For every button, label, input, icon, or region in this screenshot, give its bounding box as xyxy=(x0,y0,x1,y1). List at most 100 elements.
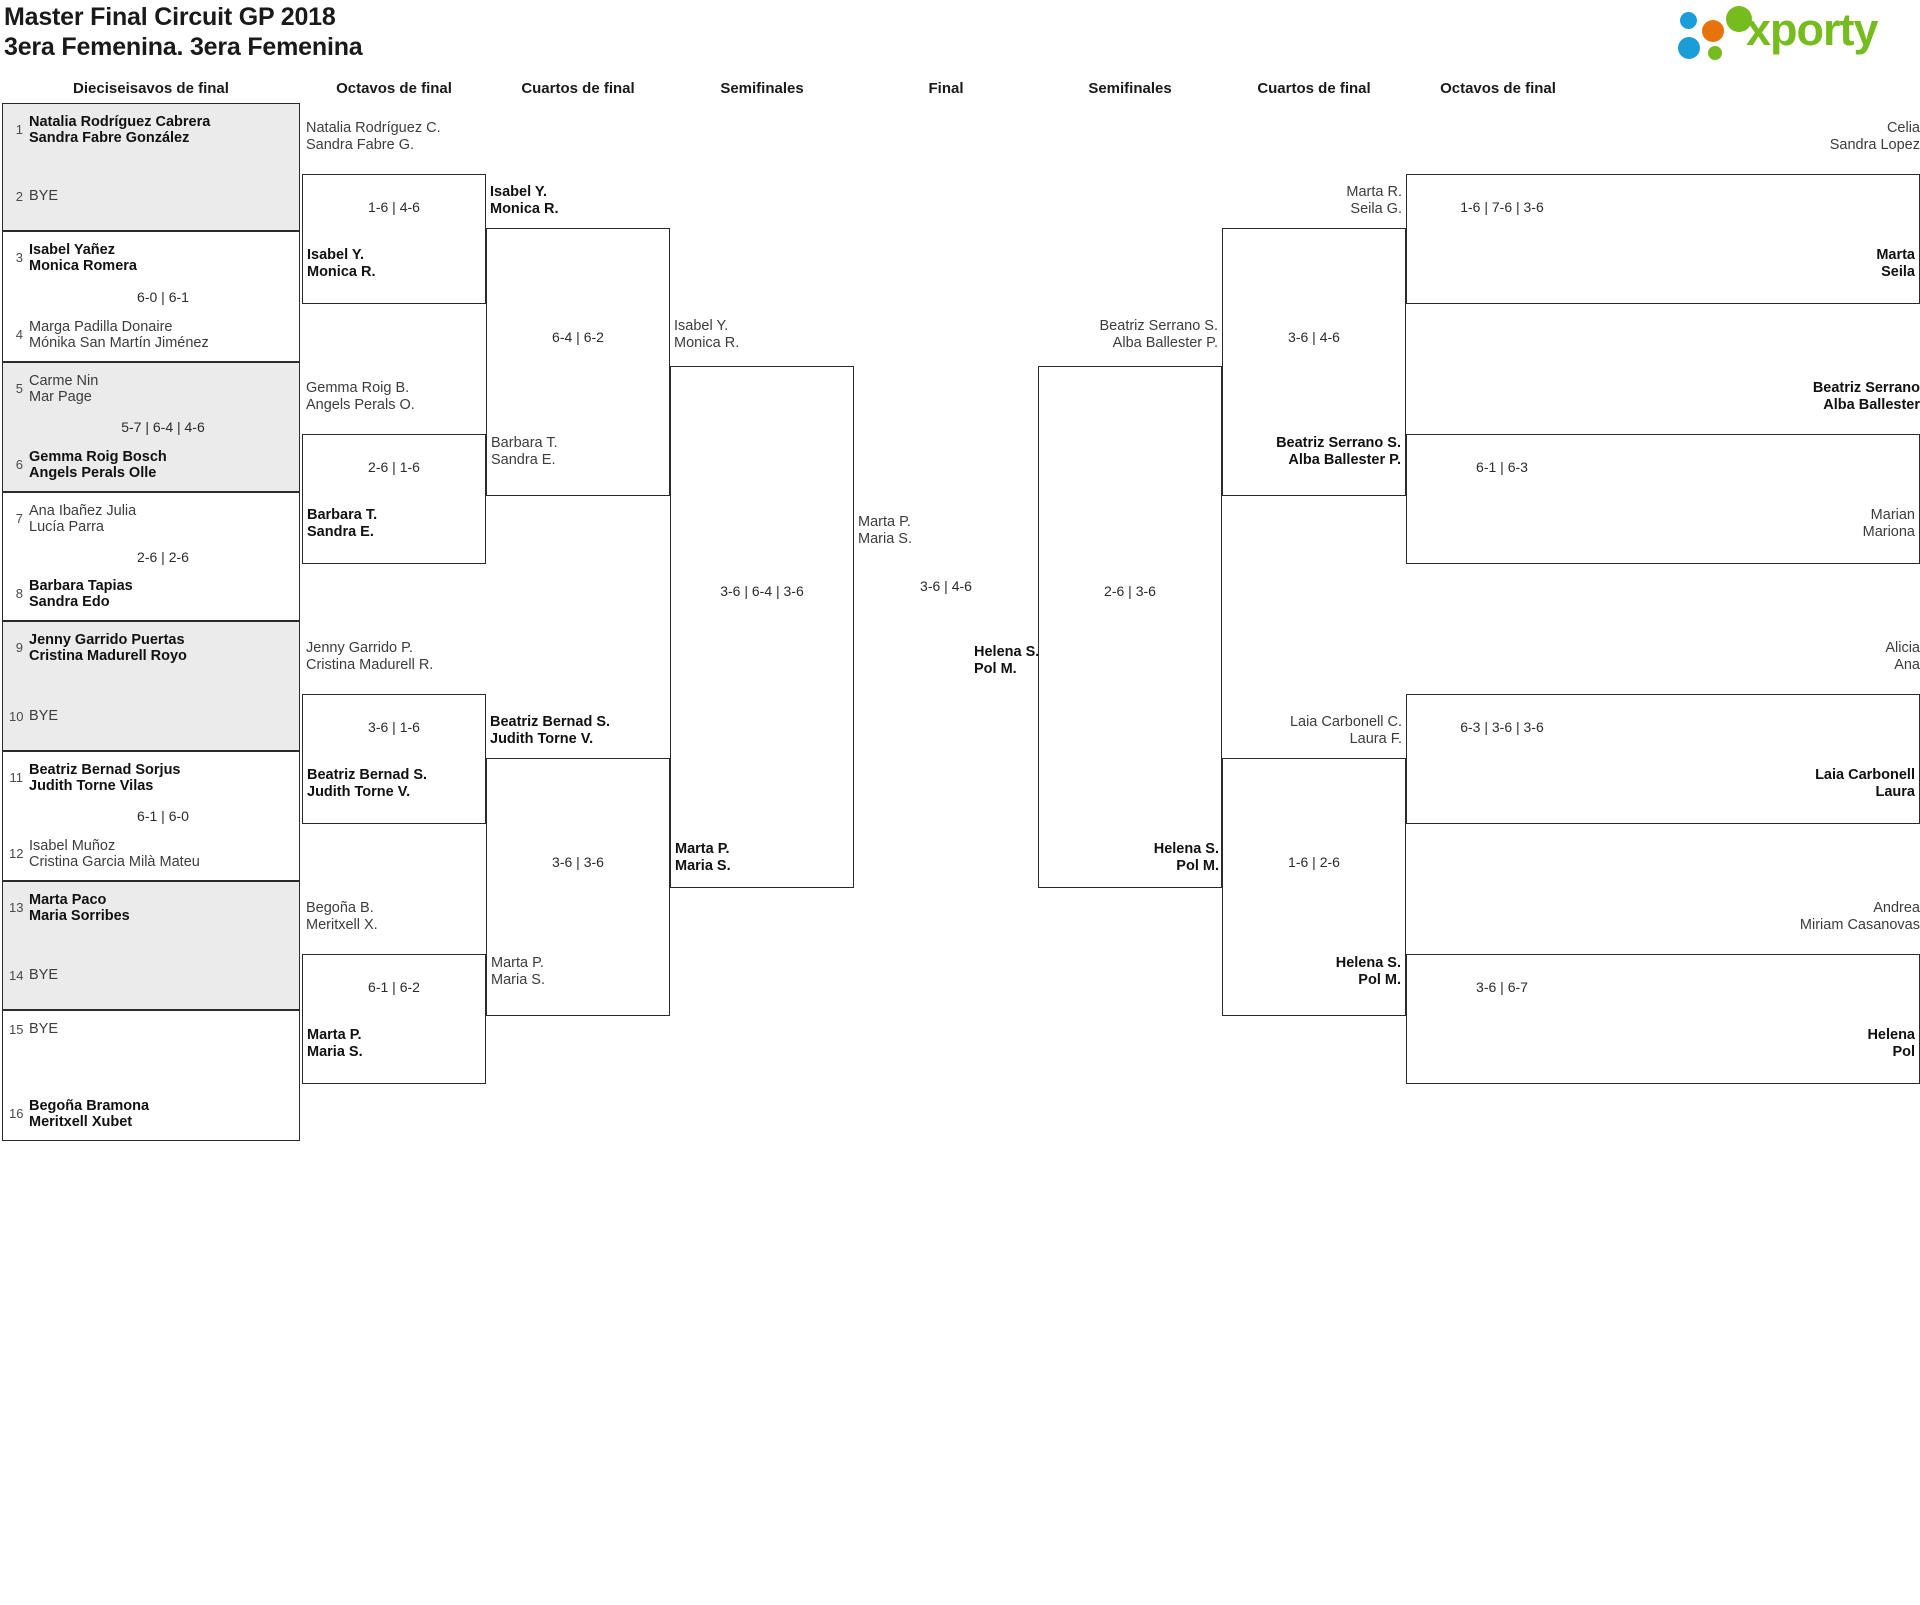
seed-number-11: 11 xyxy=(9,770,24,785)
right-octavos-score-1: 1-6 | 7-6 | 3-6 xyxy=(1460,199,1544,215)
left-semifinal-score: 3-6 | 6-4 | 3-6 xyxy=(720,583,804,599)
right-cuartos-score-2: 1-6 | 2-6 xyxy=(1288,854,1340,870)
left-cuartos-winner-1: Isabel Y.Monica R. xyxy=(490,184,559,217)
xporty-logo: xporty xyxy=(1668,4,1918,60)
left-octavos-loser-1: Natalia Rodríguez C.Sandra Fabre G. xyxy=(306,120,441,153)
logo-dot-green-large xyxy=(1726,6,1752,32)
seed-number-13: 13 xyxy=(9,900,24,915)
left-octavos-winner-3: Beatriz Bernad S.Judith Torne V. xyxy=(307,767,428,800)
left-cuartos-loser-2: Marta P.Maria S. xyxy=(491,955,545,988)
right-octavos-score-2: 6-1 | 6-3 xyxy=(1476,459,1528,475)
seed-number-8: 8 xyxy=(15,586,23,601)
page-title: Master Final Circuit GP 2018 xyxy=(4,3,336,31)
seed-players-2: BYE xyxy=(29,188,59,204)
seed-number-2: 2 xyxy=(15,189,23,204)
seed-players-15: BYE xyxy=(29,1021,59,1037)
round-header-1: Octavos de final xyxy=(336,80,452,97)
seed-players-14: BYE xyxy=(29,967,59,983)
right-semifinal-loser: Beatriz Serrano S.Alba Ballester P. xyxy=(1099,318,1218,351)
round-header-4: Final xyxy=(928,80,964,97)
right-cuartos-loser-1: Marta R.Seila G. xyxy=(1346,184,1402,217)
round-header-2: Cuartos de final xyxy=(521,80,635,97)
left-octavos-score-4: 6-1 | 6-2 xyxy=(368,979,420,995)
round-header-5: Semifinales xyxy=(1088,80,1172,97)
seed-score-3: 5-7 | 6-4 | 4-6 xyxy=(121,419,205,435)
logo-dot-orange xyxy=(1702,20,1724,42)
seed-number-1: 1 xyxy=(15,122,23,137)
right-cuartos-winner-2: Helena S.Pol M. xyxy=(1335,955,1401,988)
logo-dot-blue-small xyxy=(1680,12,1697,29)
seed-number-7: 7 xyxy=(15,511,23,526)
logo-dot-blue-large xyxy=(1678,37,1700,59)
logo-dot-green-small xyxy=(1708,46,1722,60)
left-octavos-loser-2: Gemma Roig B.Angels Perals O. xyxy=(306,380,415,413)
left-octavos-loser-3: Jenny Garrido P.Cristina Madurell R. xyxy=(306,640,434,673)
final-score: 3-6 | 4-6 xyxy=(920,578,972,594)
right-octavos-score-3: 6-3 | 3-6 | 3-6 xyxy=(1460,719,1544,735)
page-subtitle: 3era Femenina. 3era Femenina xyxy=(4,33,363,61)
right-cuartos-score-1: 3-6 | 4-6 xyxy=(1288,329,1340,345)
seed-number-4: 4 xyxy=(15,327,23,342)
left-semifinal-winner: Marta P.Maria S. xyxy=(675,841,731,874)
right-semifinal-winner: Helena S.Pol M. xyxy=(1153,841,1219,874)
right-semifinal-score: 2-6 | 3-6 xyxy=(1104,583,1156,599)
title-block: Master Final Circuit GP 2018 3era Femeni… xyxy=(4,2,904,62)
seed-number-5: 5 xyxy=(15,381,23,396)
left-cuartos-winner-2: Beatriz Bernad S.Judith Torne V. xyxy=(490,714,611,747)
left-octavos-winner-2: Barbara T.Sandra E. xyxy=(307,507,378,540)
round-header-3: Semifinales xyxy=(720,80,804,97)
round-header-6: Cuartos de final xyxy=(1257,80,1371,97)
seed-number-10: 10 xyxy=(9,709,24,724)
seed-number-3: 3 xyxy=(15,250,23,265)
seed-number-12: 12 xyxy=(9,846,24,861)
left-octavos-winner-1: Isabel Y.Monica R. xyxy=(307,247,376,280)
left-cuartos-score-1: 6-4 | 6-2 xyxy=(552,329,604,345)
final-winner: Helena S.Pol M. xyxy=(974,644,1040,677)
left-octavos-score-3: 3-6 | 1-6 xyxy=(368,719,420,735)
left-octavos-score-1: 1-6 | 4-6 xyxy=(368,199,420,215)
right-cuartos-loser-2: Laia Carbonell C.Laura F. xyxy=(1289,714,1402,747)
seed-score-4: 2-6 | 2-6 xyxy=(137,548,189,565)
right-octavos-score-4: 3-6 | 6-7 xyxy=(1476,979,1528,995)
left-octavos-score-2: 2-6 | 1-6 xyxy=(368,459,420,475)
seed-number-6: 6 xyxy=(15,457,23,472)
left-cuartos-loser-1: Barbara T.Sandra E. xyxy=(491,435,558,468)
seed-score-6: 6-1 | 6-0 xyxy=(137,808,189,824)
